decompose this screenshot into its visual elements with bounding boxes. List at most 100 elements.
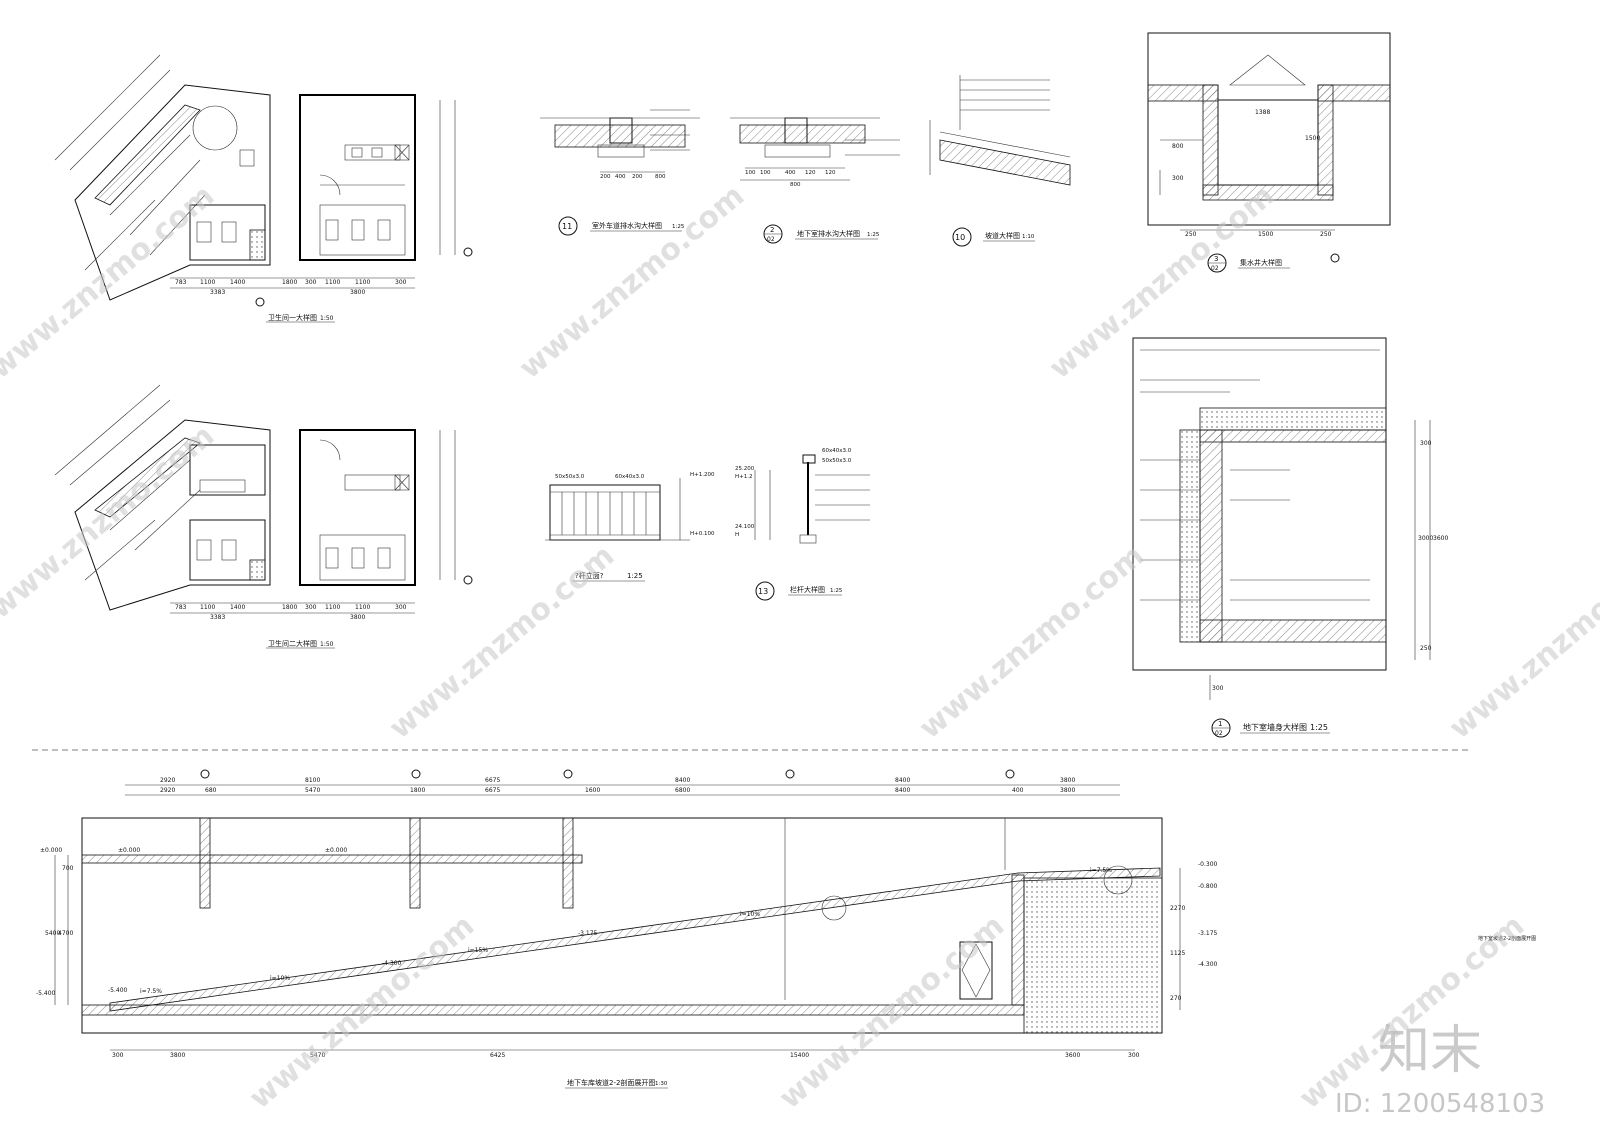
sec-elev-5: -5.400	[36, 990, 56, 997]
d11-title: 室外车道排水沟大样图	[592, 221, 662, 230]
detail-3: 250 1500 250 1388 1500 800 300 3 02 集水井大…	[1147, 32, 1391, 273]
t2-dim-4: 300	[305, 604, 317, 611]
t1-dim-1: 1100	[200, 279, 215, 286]
d12-title: ?杆立面?	[575, 571, 604, 580]
detail-12: 50x50x3.0 60x40x3.0 H+1.200 H+0.100 ?杆立面…	[545, 472, 715, 582]
sec-bot-dim-6: 300	[1128, 1052, 1140, 1059]
sec-bot-dim-4: 15400	[790, 1052, 809, 1059]
t2-dim-7: 300	[395, 604, 407, 611]
d1-num-bot: 02	[1215, 730, 1223, 737]
sec-top-dim-5: 3800	[1060, 777, 1075, 784]
detail-10: 10 坡道大样图 1:10	[929, 75, 1071, 247]
sec-top-dim-1: 8100	[305, 777, 320, 784]
sec-sub-dim-6: 6800	[675, 787, 690, 794]
d2-dim-1: 100	[760, 170, 771, 176]
t1-title: 卫生间一大样图	[268, 313, 317, 322]
detail-11: 200 400 200 800 11 室外车道排水沟大样图 1:25	[540, 109, 700, 236]
d11-dim-2: 200	[632, 174, 643, 180]
sec-right-dim-1: 1125	[1170, 950, 1185, 957]
d13-label-2: 24.100	[735, 524, 755, 530]
d3-label-0: 1388	[1255, 109, 1270, 116]
t1-dim-7: 300	[395, 279, 407, 286]
t2-dim-5: 1100	[325, 604, 340, 611]
sec-title: 地下车库坡道2-2剖面展开图	[567, 1078, 655, 1087]
d1-dim-0: 300	[1420, 440, 1432, 447]
d12-label-3: H+0.100	[690, 531, 715, 537]
t1-dim-9: 3383	[210, 289, 225, 296]
watermark-site-7: www.znzmo.com	[1443, 538, 1600, 746]
d12-label-0: 50x50x3.0	[555, 474, 585, 480]
sec-sub-dim-3: 1800	[410, 787, 425, 794]
d3-dim-1: 1500	[1258, 231, 1273, 238]
watermark-brand: 知末	[1378, 1021, 1482, 1081]
d1-num-top: 1	[1218, 720, 1222, 728]
t1-dim-2: 1400	[230, 279, 245, 286]
sec-top-dim-0: 2920	[160, 777, 175, 784]
d3-dim-2: 250	[1320, 231, 1332, 238]
t2-title: 卫生间二大样图	[268, 639, 317, 648]
sec-right-dim-0: 2270	[1170, 905, 1185, 912]
d1-title: 地下室墙身大样图	[1243, 722, 1307, 732]
sec-scale: 1:30	[655, 1081, 668, 1087]
sec-top-dim-4: 8400	[895, 777, 910, 784]
watermark-site-5: www.znzmo.com	[383, 538, 621, 746]
sec-note: 地下室坡道2-2剖面展开图	[1478, 935, 1536, 942]
watermark-site-4: www.znzmo.com	[0, 418, 221, 626]
t2-dim-0: 783	[175, 604, 187, 611]
d13-label-5: 50x50x3.0	[822, 458, 852, 464]
d2-num-bot: 02	[767, 236, 775, 243]
d2-dim-4: 120	[825, 170, 836, 176]
t2-dim-1: 1100	[200, 604, 215, 611]
d1-dim-2: 250	[1420, 645, 1432, 652]
t2-scale: 1:50	[320, 641, 334, 648]
sec-sub-dim-9: 3800	[1060, 787, 1075, 794]
watermark-layer: www.znzmo.com www.znzmo.com www.znzmo.co…	[0, 178, 1600, 1119]
d2-scale: 1:25	[867, 232, 880, 238]
ramp-section: 2920 8100 6675 8400 8400 3800 2920 680 5…	[36, 769, 1536, 1089]
d11-dim-0: 200	[600, 174, 611, 180]
d13-scale: 1:25	[830, 588, 843, 594]
t1-dim-6: 1100	[355, 279, 370, 286]
sec-elev-8: -0.800	[1198, 883, 1218, 890]
sec-elev-2: ±0.000	[325, 847, 347, 854]
t1-dim-0: 783	[175, 279, 187, 286]
d2-dim-0: 100	[745, 170, 756, 176]
t1-dim-3: 1800	[282, 279, 297, 286]
d3-title: 集水井大样图	[1240, 258, 1282, 267]
sec-bot-dim-0: 300	[112, 1052, 124, 1059]
d3-num-top: 3	[1214, 255, 1218, 263]
d13-label-0: 25.200	[735, 466, 755, 472]
d12-scale: 1:25	[627, 572, 643, 580]
sec-slope-4: i=7.5%	[1090, 867, 1112, 874]
sec-top-dim-2: 6675	[485, 777, 500, 784]
sec-bot-dim-3: 6425	[490, 1052, 505, 1059]
sec-left-dim-1: 4700	[58, 930, 73, 937]
d1-scale: 1:25	[1310, 723, 1328, 732]
t1-dim-4: 300	[305, 279, 317, 286]
sec-sub-dim-5: 1600	[585, 787, 600, 794]
d3-label-3: 300	[1172, 175, 1184, 182]
d13-num: 13	[758, 587, 768, 596]
d3-label-2: 800	[1172, 143, 1184, 150]
sec-elev-1: ±0.000	[118, 847, 140, 854]
sec-left-dim-0: 700	[62, 865, 74, 872]
d2-title: 地下室排水沟大样图	[797, 229, 860, 238]
watermark-site-1: www.znzmo.com	[0, 178, 221, 386]
t2-dim-9: 3383	[210, 614, 225, 621]
sec-right-dim-2: 270	[1170, 995, 1182, 1002]
d10-title: 坡道大样图	[985, 231, 1020, 240]
toilet2-plan: 783 1100 1400 1800 300 1100 1100 300 338…	[54, 384, 473, 649]
sec-sub-dim-2: 5470	[305, 787, 320, 794]
d10-scale: 1:10	[1022, 234, 1035, 240]
t2-dim-6: 1100	[355, 604, 370, 611]
d11-dim-3: 800	[655, 174, 666, 180]
sec-elev-6: -5.400	[108, 987, 128, 994]
sec-sub-dim-0: 2920	[160, 787, 175, 794]
sec-left-dim-2: 5400	[45, 930, 60, 937]
t2-dim-2: 1400	[230, 604, 245, 611]
detail-1: 300 3000 250 3600 300 1 02 地下室墙身大样图 1:25	[1132, 337, 1448, 738]
sec-bot-dim-5: 3600	[1065, 1052, 1080, 1059]
watermark-site-2: www.znzmo.com	[513, 178, 751, 386]
d2-dim-5: 800	[790, 182, 801, 188]
t2-dim-3: 1800	[282, 604, 297, 611]
